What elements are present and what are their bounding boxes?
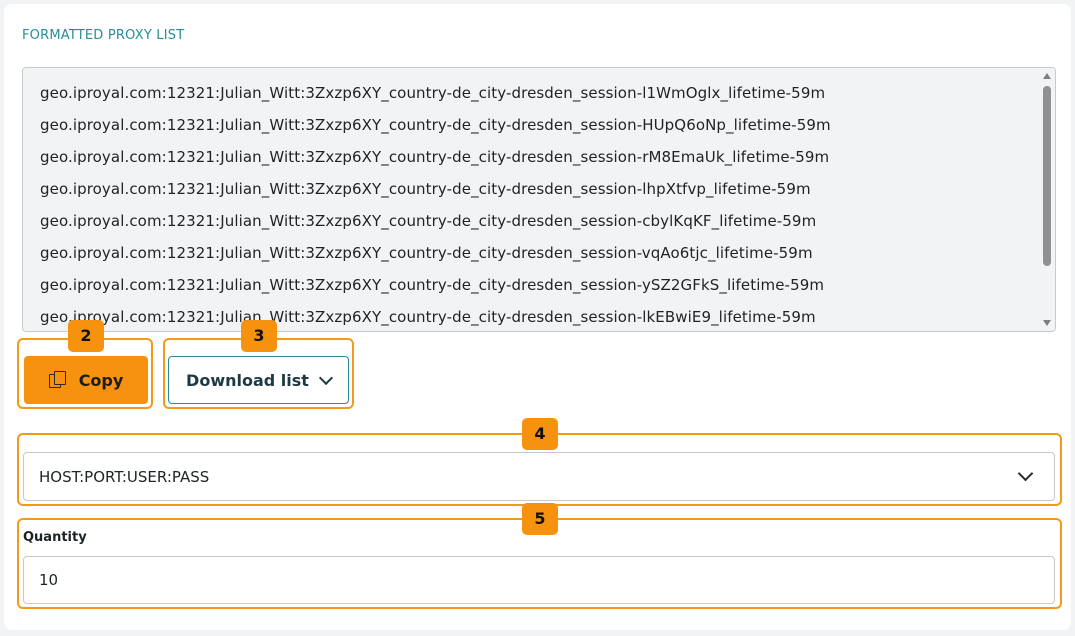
copy-button-label: Copy [78,370,124,390]
chevron-down-icon [1017,465,1034,482]
proxy-line: geo.iproyal.com:12321:Julian_Witt:3Zxzp6… [40,276,825,294]
proxy-line: geo.iproyal.com:12321:Julian_Witt:3Zxzp6… [40,148,830,166]
quantity-label: Quantity [23,530,87,545]
format-select[interactable]: HOST:PORT:USER:PASS [23,452,1055,501]
proxy-line: geo.iproyal.com:12321:Julian_Witt:3Zxzp6… [40,180,811,198]
chevron-down-icon [318,370,334,385]
scroll-thumb[interactable] [1043,86,1051,266]
scroll-down-arrow-icon[interactable] [1043,320,1051,326]
proxy-line: geo.iproyal.com:12321:Julian_Witt:3Zxzp6… [40,116,831,134]
proxy-line: geo.iproyal.com:12321:Julian_Witt:3Zxzp6… [40,212,817,230]
copy-icon [48,371,67,389]
vertical-scrollbar[interactable] [1039,68,1055,331]
proxy-line: geo.iproyal.com:12321:Julian_Witt:3Zxzp6… [40,84,826,102]
proxy-list-textarea[interactable]: geo.iproyal.com:12321:Julian_Witt:3Zxzp6… [22,67,1056,332]
quantity-input[interactable] [23,556,1055,604]
annotation-badge-5: 5 [522,503,558,535]
proxy-line: geo.iproyal.com:12321:Julian_Witt:3Zxzp6… [40,308,816,326]
proxy-line: geo.iproyal.com:12321:Julian_Witt:3Zxzp6… [40,244,813,262]
format-select-value: HOST:PORT:USER:PASS [39,468,210,486]
annotation-badge-4: 4 [522,418,558,450]
copy-button[interactable]: Copy [24,356,148,404]
section-title: FORMATTED PROXY LIST [22,28,185,43]
download-list-button[interactable]: Download list [168,356,349,404]
annotation-badge-2: 2 [68,320,104,352]
proxy-list: geo.iproyal.com:12321:Julian_Witt:3Zxzp6… [40,81,1035,331]
scroll-up-arrow-icon[interactable] [1043,73,1051,79]
annotation-badge-3: 3 [241,320,277,352]
download-button-label: Download list [186,370,309,390]
